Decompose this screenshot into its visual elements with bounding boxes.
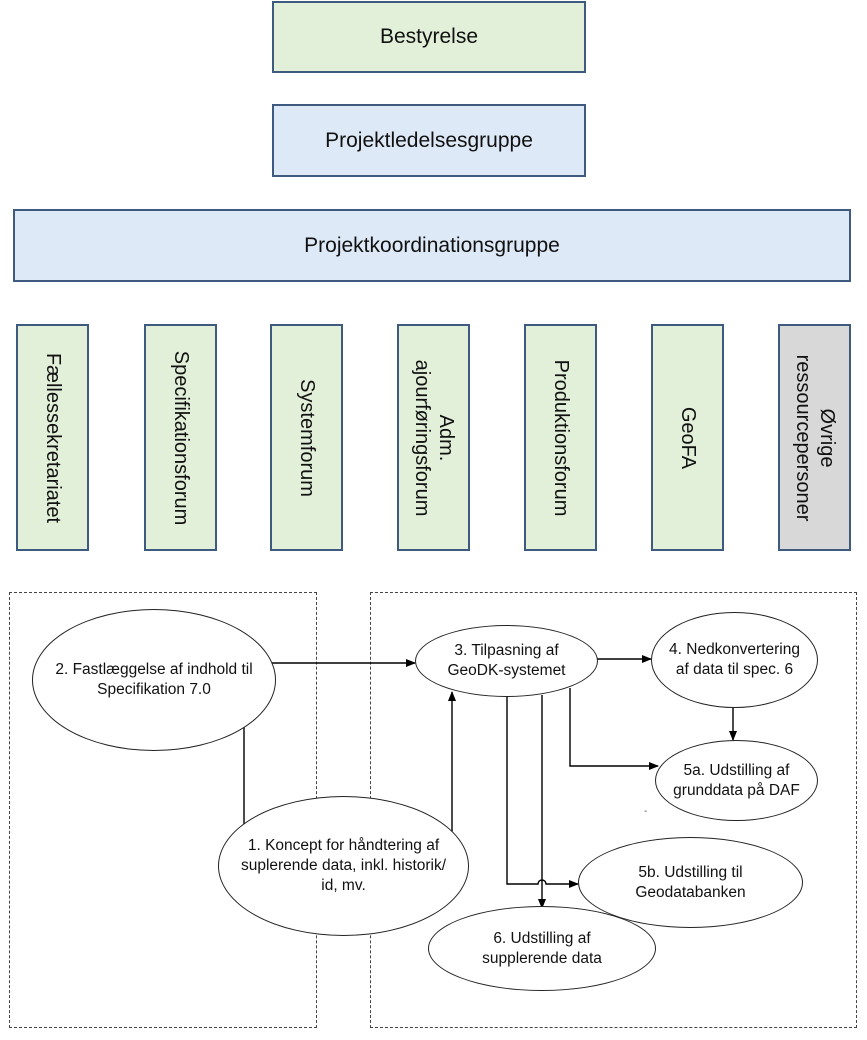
forum-specifikationsforum: Specifikationsforum <box>144 324 217 551</box>
node-4-text: 4. Nedkonvertering af data til spec. 6 <box>669 641 800 678</box>
arrow-n3-to-n5b <box>506 695 579 888</box>
coordination-label: Projektkoordinationsgruppe <box>304 233 560 257</box>
node-3-tilpasning: 3. Tilpasning af GeoDK-systemet <box>415 625 598 697</box>
node-5b-text: 5b. Udstilling til Geodatabanken <box>635 863 746 901</box>
forum-geofa: GeoFA <box>651 324 724 551</box>
project-management-box: Projektledelsesgruppe <box>272 104 586 177</box>
forum-ovrige-ressourcepersoner: Øvrige ressourcepersoner <box>778 324 851 551</box>
node-6-text: 6. Udstilling af supplerende data <box>482 929 602 967</box>
node-2-text: 2. Fastlæggelse af indhold til Specifika… <box>55 661 253 698</box>
arrow-n3-to-n5a <box>569 688 659 770</box>
project-management-label: Projektledelsesgruppe <box>325 128 533 152</box>
node-5b-udstilling-geodatabanken: 5b. Udstilling til Geodatabanken <box>578 837 803 928</box>
node-2-fastlaeggelse: 2. Fastlæggelse af indhold til Specifika… <box>32 609 276 751</box>
board-label: Bestyrelse <box>379 25 479 48</box>
coordination-box: Projektkoordinationsgruppe <box>13 209 851 282</box>
forum-systemforum: Systemforum <box>270 324 343 551</box>
forum-produktionsforum: Produktionsforum <box>524 324 597 551</box>
node-1-text: 1. Koncept for håndtering af suplerende … <box>240 837 447 894</box>
stray-mark: - <box>644 806 648 817</box>
node-4-nedkonvertering: 4. Nedkonvertering af data til spec. 6 <box>651 612 818 708</box>
node-5a-text: 5a. Udstilling af grunddata på DAF <box>673 761 800 799</box>
board-box: Bestyrelse <box>272 1 586 73</box>
node-1-koncept: 1. Koncept for håndtering af suplerende … <box>218 796 469 936</box>
forum-faellessekretariatet: Fællessekretariatet <box>16 324 89 551</box>
forum-adm-ajourforingsforum: Adm. ajourføringsforum <box>397 324 470 551</box>
node-3-text: 3. Tilpasning af GeoDK-systemet <box>447 642 566 679</box>
node-6-udstilling-supplerende: 6. Udstilling af supplerende data <box>428 906 656 991</box>
node-5a-udstilling-daf: 5a. Udstilling af grunddata på DAF <box>655 740 818 821</box>
